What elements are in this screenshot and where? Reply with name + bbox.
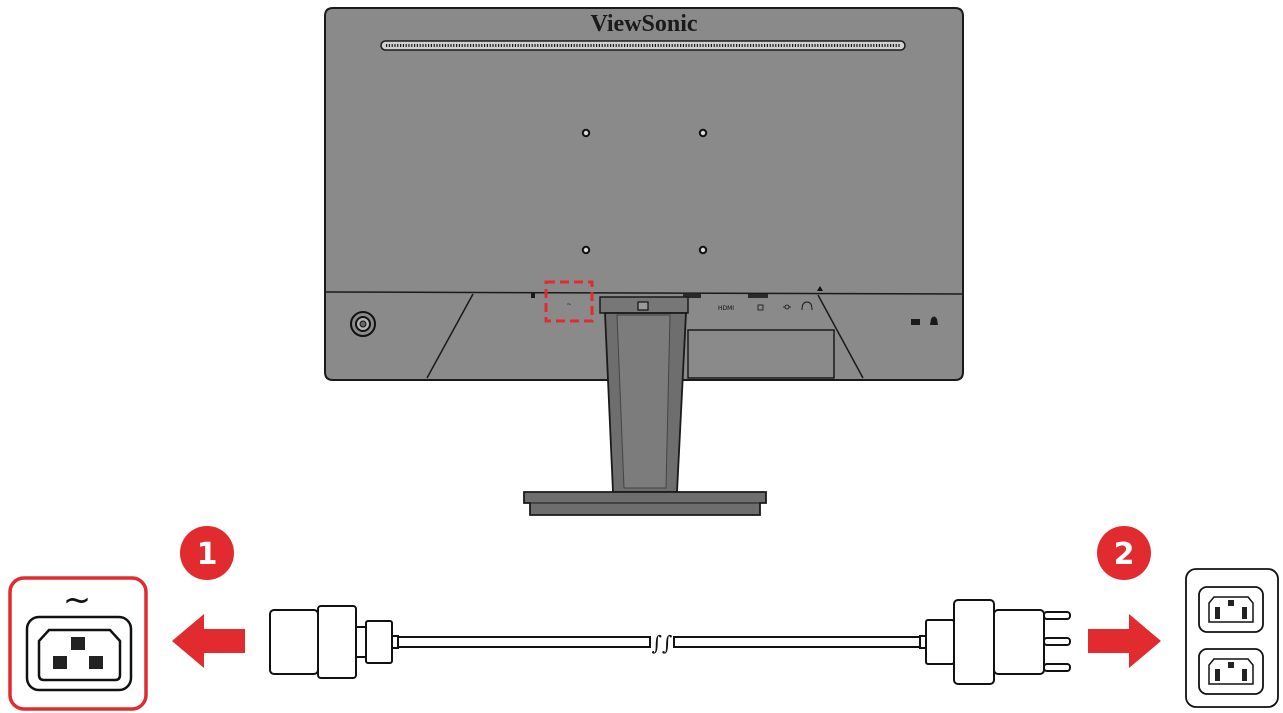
- cable-cover: [687, 329, 835, 379]
- ac-inlet-closeup: ~: [8, 576, 148, 711]
- cable-female-collar: [355, 626, 367, 658]
- vesa-mount-holes: [581, 128, 708, 255]
- cable-prong-mid: [1043, 637, 1071, 646]
- power-cable: ∫∫: [269, 599, 1071, 685]
- lock-slot-icon: [930, 316, 938, 325]
- cable-break-mark: ∫∫: [652, 631, 673, 655]
- power-port-highlight: ~: [544, 280, 594, 323]
- outlet-bottom-ground-slot: [1228, 662, 1234, 668]
- step-number-1: 1: [197, 537, 218, 572]
- service-port-icon: [911, 319, 920, 325]
- vga-label-icon: [757, 304, 764, 311]
- outlet-top-left-slot: [1215, 607, 1220, 619]
- arrow-right-icon: [1088, 614, 1161, 668]
- warning-icon: [817, 286, 823, 291]
- brand-logo: ViewSonic: [590, 11, 697, 37]
- cable-male-body: [953, 599, 995, 685]
- small-marker: [531, 293, 535, 298]
- outlet-bottom-left-slot: [1215, 669, 1220, 681]
- monitor-back: ViewSonic ~: [324, 7, 964, 381]
- inlet-pin-right: [89, 656, 103, 669]
- outlet-top-ground-slot: [1228, 600, 1234, 606]
- inlet-ac-symbol: ~: [63, 580, 92, 620]
- monitor-panel: [324, 7, 964, 381]
- step-badge-1: 1: [180, 526, 234, 580]
- monitor-stand: [523, 312, 767, 516]
- wall-outlet: [1185, 568, 1279, 708]
- arrow-left-icon: [172, 614, 245, 668]
- outlet-top-right-slot: [1242, 607, 1247, 619]
- rear-cover-edge: [325, 291, 964, 295]
- cable-female-connector: [269, 609, 319, 675]
- io-port-strip: HDMI: [683, 286, 823, 312]
- cable-female-strain: [365, 620, 393, 664]
- chamfer-right: [817, 294, 864, 379]
- cable-prong-bottom: [1043, 663, 1071, 672]
- inlet-pin-left: [53, 656, 67, 669]
- power-port-symbol: ~: [566, 301, 571, 308]
- cable-male-strain: [925, 619, 955, 665]
- chamfer-left: [426, 293, 474, 379]
- vga-port: [748, 294, 768, 298]
- outlet-socket-bottom: [1198, 648, 1264, 695]
- top-vent: [380, 40, 906, 51]
- inlet-pin-ground: [71, 637, 85, 650]
- stand-hinge: [599, 296, 689, 314]
- cable-wire-left: [397, 636, 651, 648]
- audio-in-icon: [783, 304, 791, 310]
- joystick-button[interactable]: [350, 311, 376, 337]
- step-number-2: 2: [1114, 537, 1135, 572]
- headphone-icon: [801, 301, 813, 311]
- hdmi-port-label: HDMI: [718, 305, 734, 312]
- outlet-socket-top: [1198, 586, 1264, 633]
- stand-neck-inner: [616, 314, 671, 489]
- step-badge-2: 2: [1097, 526, 1151, 580]
- hdmi-port: [683, 294, 701, 298]
- cable-male-head: [993, 609, 1045, 675]
- outlet-bottom-right-slot: [1242, 669, 1247, 681]
- cable-wire-right: [673, 636, 921, 648]
- cable-female-body: [317, 605, 357, 679]
- cable-prong-top: [1043, 611, 1071, 620]
